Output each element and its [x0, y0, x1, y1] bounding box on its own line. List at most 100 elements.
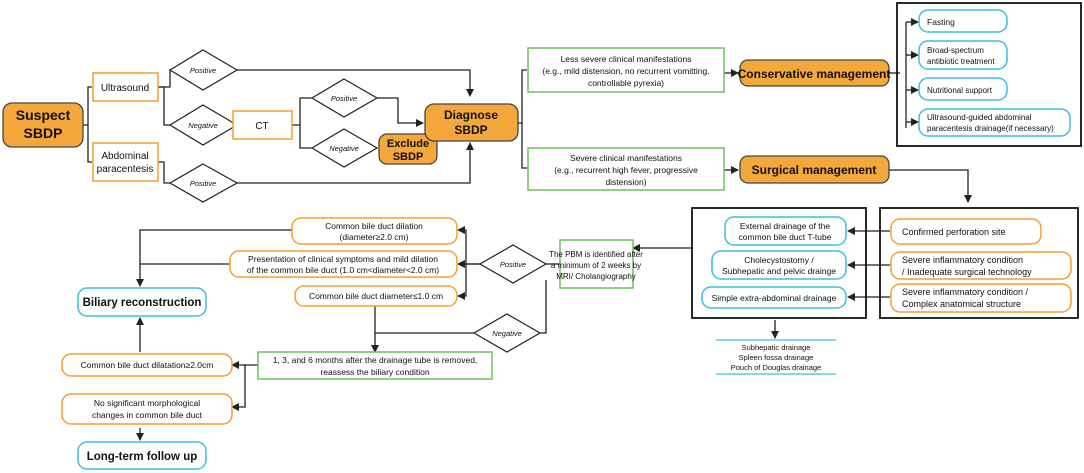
decision-label-positive: Positive	[190, 179, 216, 188]
line-upper-positive	[237, 69, 474, 97]
exclude-sbdp-node: Exclude SBDP	[378, 133, 438, 165]
pbm-node: The PBM is identified after a minimum of…	[549, 239, 643, 289]
line-start-split	[83, 86, 92, 163]
line-positive-to-dilation	[457, 226, 480, 265]
followup-label: Long-term follow up	[87, 451, 198, 463]
external-line1: External drainage of the	[740, 221, 831, 231]
reassess-node: 1, 3, and 6 months after the drainage tu…	[257, 351, 493, 380]
site-spleen-fossa: Spleen fossa drainage	[739, 353, 814, 362]
decision-ct-negative: Negative	[310, 128, 379, 168]
cholecystostomy-item: Cholecystostomy / Subhepatic and pelvic …	[711, 250, 847, 280]
drainage-line2: paracentesis drainage(if necessary)	[927, 124, 1054, 133]
fasting-item: Fasting	[918, 9, 1008, 33]
no-change-line2: changes in common bile duct	[92, 410, 203, 420]
severe-node: Severe clinical manifestations (e.g., re…	[527, 147, 725, 191]
antibiotic-line2: antibiotic treatment	[927, 57, 995, 66]
decision-label-negative: Negative	[329, 144, 359, 153]
less-severe-line3: controllable pyrexia)	[588, 78, 664, 88]
decision-label-positive: Positive	[331, 94, 357, 103]
conservative-management-node: Conservative management	[738, 59, 891, 87]
dilation-node: Common bile duct dilation (diameter≥2.0 …	[291, 217, 458, 245]
line-ultrasound-positive	[158, 70, 171, 88]
diameter-small-label: Common bile duct diameter≤1.0 cm	[309, 291, 443, 301]
pbm-line2: a minimum of 2 weeks by	[551, 261, 641, 270]
site-subhepatic: Subhepatic drainage	[742, 343, 811, 352]
procedures-frame	[691, 207, 867, 319]
line-abdominal-positive	[158, 161, 170, 184]
external-drainage-item: External drainage of the common bile duc…	[724, 216, 847, 246]
suspect-sbdp-node: Suspect SBDP	[2, 102, 84, 148]
decision-abdominal-positive: Positive	[168, 163, 239, 203]
exclude-line1: Exclude	[387, 138, 429, 150]
reassess-line2: reassess the biliary condition	[320, 367, 429, 377]
line-dilation-to-biliary	[136, 229, 292, 287]
decision-ultrasound-negative: Negative	[168, 104, 239, 146]
ultrasound-node: Ultrasound	[92, 72, 159, 102]
suspect-sbdp-line2: SBDP	[24, 125, 63, 141]
inflam-tech-line2: / Inadequate surgical technology	[902, 267, 1032, 277]
severe-line2: (e.g., recurrent high fever, progressive	[554, 165, 698, 175]
line-diagnose-split	[518, 69, 527, 169]
chole-line1: Cholecystostomy /	[744, 255, 814, 265]
abdominal-line1: Abdominal	[101, 151, 148, 162]
nutrition-label: Nutritional support	[927, 86, 993, 95]
inflam-tech-line1: Severe inflammatory condition	[902, 255, 1023, 265]
decision-label-positive: Positive	[500, 260, 526, 269]
dilatation-label: Common bile duct dilatation≥2.0cm	[81, 360, 214, 370]
less-severe-line1: Less severe clinical manifestations	[561, 54, 692, 64]
exclude-line2: SBDP	[393, 151, 424, 163]
dilatation-node: Common bile duct dilatation≥2.0cm	[61, 353, 233, 377]
dilation-line2: (diameter≥2.0 cm)	[340, 232, 409, 242]
inflam-anat-line2: Complex anatomical structure	[902, 299, 1021, 309]
diagnose-line2: SBDP	[454, 123, 487, 137]
no-change-node: No significant morphological changes in …	[61, 393, 233, 425]
site-pouch-douglas: Pouch of Douglas drainage	[731, 363, 821, 372]
drainage-sites-list: Subhepatic drainage Spleen fossa drainag…	[716, 339, 836, 375]
external-line2: common bile duct T-tube	[739, 232, 832, 242]
severe-line3: distension)	[605, 177, 646, 187]
connectors	[83, 18, 972, 441]
conservative-list-frame	[896, 2, 1082, 147]
pbm-line3: MRI/ Cholangiography	[556, 272, 636, 281]
diameter-small-node: Common bile duct diameter≤1.0 cm	[294, 285, 458, 307]
simple-drainage-item: Simple extra-abdominal drainage	[701, 286, 847, 309]
line-lower-positive	[237, 142, 474, 184]
line-ct-positive	[377, 97, 424, 127]
chole-line2: Subhepatic and pelvic drainge	[722, 266, 836, 276]
decision-pbm-negative: Negative	[472, 313, 542, 353]
inflam-anat-line1: Severe inflammatory condition /	[902, 287, 1029, 297]
conditions-frame	[879, 207, 1079, 319]
line-pbm-to-negative	[540, 280, 547, 334]
decision-pbm-positive: Positive	[478, 244, 548, 284]
biliary-label: Biliary reconstruction	[83, 297, 202, 309]
inflam-anat-item: Severe inflammatory condition / Complex …	[890, 283, 1072, 313]
nutrition-item: Nutritional support	[918, 77, 1008, 101]
antibiotic-item: Broad-spectrum antibiotic treatment	[918, 40, 1008, 70]
decision-ct-positive: Positive	[310, 78, 379, 118]
line-reassess-to-nochange	[231, 365, 246, 411]
drainage-line1: Ultrasound-guided abdominal	[927, 113, 1032, 122]
antibiotic-line1: Broad-spectrum	[927, 46, 984, 55]
conservative-label: Conservative management	[738, 67, 891, 81]
abdominal-line2: paracentesis	[97, 164, 154, 175]
suspect-sbdp-line1: Suspect	[16, 107, 71, 123]
ct-label: CT	[255, 121, 268, 132]
diagnose-line1: Diagnose	[444, 108, 498, 122]
decision-label-positive: Positive	[190, 66, 216, 75]
surgical-management-node: Surgical management	[739, 155, 890, 184]
inflam-tech-item: Severe inflammatory condition / Inadequa…	[890, 251, 1072, 280]
line-positive-to-diameter	[457, 264, 467, 300]
perforation-item: Confirmed perforation site	[890, 218, 1042, 245]
less-severe-node: Less severe clinical manifestations (e.g…	[527, 47, 725, 93]
severe-line1: Severe clinical manifestations	[570, 153, 682, 163]
abdominal-paracentesis-node: Abdominal paracentesis	[92, 142, 159, 182]
ct-node: CT	[232, 110, 293, 140]
fasting-label: Fasting	[927, 17, 955, 27]
perforation-label: Confirmed perforation site	[902, 227, 1006, 237]
line-surgical-to-conditions	[889, 169, 972, 203]
line-ultrasound-negative	[158, 86, 170, 126]
simple-label: Simple extra-abdominal drainage	[712, 293, 837, 303]
decision-ultrasound-positive: Positive	[168, 49, 239, 91]
surgical-label: Surgical management	[752, 163, 877, 177]
presentation-node: Presentation of clinical symptoms and mi…	[229, 250, 458, 278]
